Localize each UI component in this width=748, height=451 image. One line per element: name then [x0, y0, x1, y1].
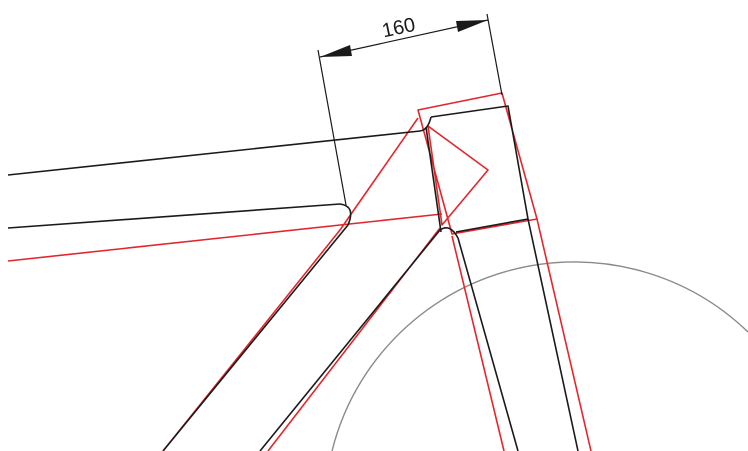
dimension-arrow-right [456, 20, 488, 32]
dimension-extension-left [317, 49, 347, 206]
black-top-tube-lower-edge [7, 203, 352, 451]
wheel-arc [331, 261, 748, 451]
red-frame [7, 92, 592, 451]
black-top-tube-upper-edge [7, 116, 432, 176]
black-frame [7, 105, 579, 451]
dimension-value: 160 [380, 14, 417, 42]
black-head-tube [430, 105, 529, 233]
black-down-tube-inner-edge [259, 227, 459, 451]
red-head-tube [417, 92, 538, 235]
red-top-tube-lower-edge [7, 213, 443, 262]
red-head-lug [427, 125, 489, 226]
dimension-extension-right [486, 13, 503, 96]
dimension-160 [317, 13, 503, 206]
black-head-tube-left [425, 126, 442, 233]
red-fork-leg [451, 218, 592, 451]
black-fork-leg [457, 218, 579, 451]
red-down-tube-outer-edge [162, 117, 419, 451]
dimension-arrow-left [320, 45, 352, 57]
